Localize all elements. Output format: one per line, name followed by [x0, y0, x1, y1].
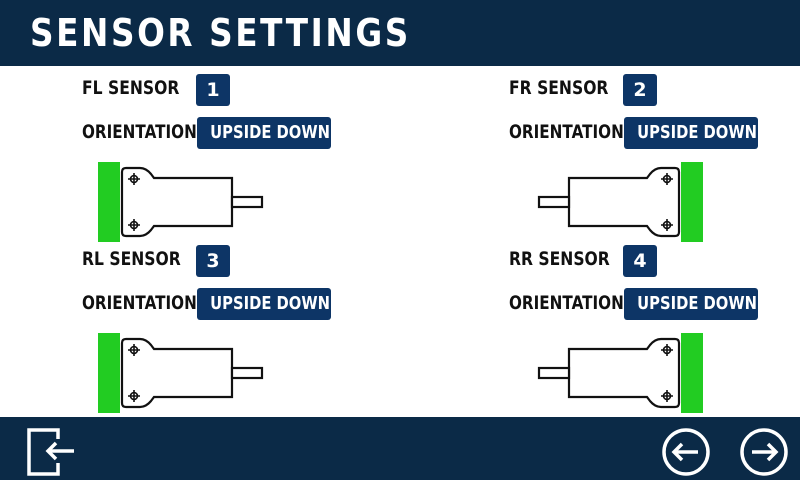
mount-plate — [98, 333, 120, 413]
sensor-number-button[interactable]: 2 — [623, 74, 657, 106]
footer-bar — [0, 417, 800, 480]
screw-icon — [661, 173, 673, 231]
sensor-label: FL SENSOR — [82, 77, 180, 99]
sensor-body — [567, 166, 681, 238]
sensor-panel-rl: RL SENSOR 3 ORIENTATION UPSIDE DOWN — [82, 241, 412, 413]
sensor-number-button[interactable]: 4 — [623, 245, 657, 277]
orientation-select[interactable]: UPSIDE DOWN — [197, 288, 331, 320]
sensor-body — [567, 337, 681, 409]
exit-icon — [27, 428, 74, 476]
sensor-diagram — [537, 162, 703, 242]
orientation-value: UPSIDE DOWN — [637, 293, 757, 314]
orientation-value: UPSIDE DOWN — [210, 293, 330, 314]
orientation-select[interactable]: UPSIDE DOWN — [197, 117, 331, 149]
orientation-label: ORIENTATION — [82, 121, 197, 143]
arrow-left-circle-icon — [662, 428, 710, 476]
sensor-number-button[interactable]: 3 — [196, 245, 230, 277]
sensor-shaft — [537, 195, 571, 209]
mount-plate — [681, 162, 703, 242]
orientation-select[interactable]: UPSIDE DOWN — [624, 117, 758, 149]
sensor-shaft — [230, 366, 264, 380]
sensor-diagram — [98, 333, 264, 413]
page-title: SENSOR SETTINGS — [30, 11, 411, 55]
back-button[interactable] — [661, 427, 711, 477]
orientation-label: ORIENTATION — [509, 121, 624, 143]
sensor-body — [120, 166, 234, 238]
header-bar: SENSOR SETTINGS — [0, 0, 800, 66]
sensor-shaft — [230, 195, 264, 209]
sensor-panel-fr: FR SENSOR 2 ORIENTATION UPSIDE DOWN — [509, 70, 800, 242]
mount-plate — [98, 162, 120, 242]
next-button[interactable] — [739, 427, 789, 477]
sensor-shaft — [537, 366, 571, 380]
sensor-body — [120, 337, 234, 409]
orientation-select[interactable]: UPSIDE DOWN — [624, 288, 758, 320]
sensor-label: RL SENSOR — [82, 248, 181, 270]
arrow-right-circle-icon — [740, 428, 788, 476]
sensor-number-button[interactable]: 1 — [196, 74, 230, 106]
screw-icon — [128, 173, 140, 231]
orientation-value: UPSIDE DOWN — [637, 122, 757, 143]
sensor-panel-fl: FL SENSOR 1 ORIENTATION UPSIDE DOWN — [82, 70, 412, 242]
sensor-diagram — [98, 162, 264, 242]
exit-button[interactable] — [26, 427, 76, 477]
orientation-value: UPSIDE DOWN — [210, 122, 330, 143]
mount-plate — [681, 333, 703, 413]
sensor-diagram — [537, 333, 703, 413]
screw-icon — [128, 344, 140, 402]
orientation-label: ORIENTATION — [509, 292, 624, 314]
sensor-label: FR SENSOR — [509, 77, 609, 99]
orientation-label: ORIENTATION — [82, 292, 197, 314]
screw-icon — [661, 344, 673, 402]
sensor-panel-rr: RR SENSOR 4 ORIENTATION UPSIDE DOWN — [509, 241, 800, 413]
sensor-label: RR SENSOR — [509, 248, 610, 270]
